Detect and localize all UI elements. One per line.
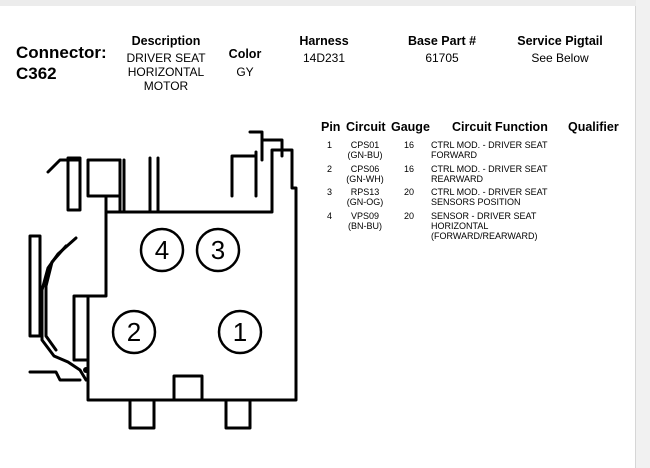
- service-pigtail-value: See Below: [531, 51, 589, 65]
- gauge-value: 16: [404, 164, 415, 174]
- description-line: DRIVER SEAT: [126, 51, 206, 65]
- bottom-left-tab: [128, 398, 156, 430]
- color-value: GY: [236, 65, 254, 79]
- circuit-code: CPS06 (GN-WH): [342, 164, 388, 184]
- circuit-wire-color: (GN-BU): [347, 150, 383, 160]
- pin-number: 3: [327, 187, 333, 197]
- function-line: CTRL MOD. - DRIVER SEAT: [431, 164, 548, 174]
- circuit-id: RPS13: [350, 187, 380, 197]
- harness-header: Harness: [299, 34, 349, 48]
- function-line: (FORWARD/REARWARD): [431, 231, 538, 241]
- connector-housing-body: [86, 148, 298, 402]
- bottom-center-key: [172, 374, 204, 402]
- description-line: MOTOR: [143, 79, 189, 93]
- circuit-wire-color: (GN-OG): [346, 197, 384, 207]
- col-header-gauge: Gauge: [391, 120, 430, 134]
- pin-number: 4: [327, 211, 333, 221]
- pin-cavity-1: [217, 309, 263, 355]
- col-header-circuit: Circuit: [346, 120, 386, 134]
- description-line: HORIZONTAL: [127, 65, 205, 79]
- description-value: DRIVER SEAT HORIZONTAL MOTOR: [113, 51, 219, 93]
- circuit-id: VPS09: [350, 211, 380, 221]
- pin-label-1: 1: [233, 317, 247, 347]
- pin-number: 1: [327, 140, 333, 150]
- circuit-id: CPS06: [350, 164, 380, 174]
- page-border-line: [635, 6, 636, 468]
- bottom-right-tab: [224, 398, 252, 430]
- connector-title: Connector: C362: [16, 42, 107, 84]
- base-part-value: 61705: [425, 51, 459, 65]
- pin-cavities: [111, 227, 263, 355]
- circuit-id: CPS01: [350, 140, 380, 150]
- pin-cavity-4: [139, 227, 185, 273]
- function-line: REARWARD: [431, 174, 484, 184]
- circuit-code: RPS13 (GN-OG): [342, 187, 388, 207]
- col-header-circuit-function: Circuit Function: [452, 120, 548, 134]
- circuit-function: SENSOR - DRIVER SEAT HORIZONTAL (FORWARD…: [431, 211, 538, 241]
- pin-label-4: 4: [155, 235, 169, 265]
- circuit-wire-color: (BN-BU): [348, 221, 382, 231]
- function-line: SENSOR - DRIVER SEAT: [431, 211, 537, 221]
- circuit-function: CTRL MOD. - DRIVER SEAT FORWARD: [431, 140, 548, 160]
- description-header: Description: [131, 34, 201, 48]
- function-line: SENSORS POSITION: [431, 197, 521, 207]
- pin-cavity-3: [195, 227, 241, 273]
- circuit-code: CPS01 (GN-BU): [342, 140, 388, 160]
- locking-arm-tab: [28, 234, 42, 338]
- circuit-function: CTRL MOD. - DRIVER SEAT REARWARD: [431, 164, 548, 184]
- window-right-edge: [636, 0, 650, 468]
- color-header: Color: [228, 47, 262, 61]
- window-top-edge: [0, 0, 650, 6]
- function-line: FORWARD: [431, 150, 477, 160]
- pin-cavity-2: [111, 309, 157, 355]
- right-latch-column: [230, 138, 284, 198]
- circuit-function: CTRL MOD. - DRIVER SEAT SENSORS POSITION: [431, 187, 548, 207]
- circuit-wire-color: (GN-WH): [346, 174, 384, 184]
- connector-label: Connector:: [16, 43, 107, 62]
- gauge-value: 16: [404, 140, 415, 150]
- pin-label-3: 3: [211, 235, 225, 265]
- col-header-pin: Pin: [321, 120, 341, 134]
- function-line: CTRL MOD. - DRIVER SEAT: [431, 140, 548, 150]
- pin-label-2: 2: [127, 317, 141, 347]
- col-header-qualifier: Qualifier: [568, 120, 619, 134]
- left-latch-wing: [86, 158, 122, 214]
- harness-value: 14D231: [302, 51, 346, 65]
- base-part-header: Base Part #: [407, 34, 477, 48]
- pin-number: 2: [327, 164, 333, 174]
- function-line: CTRL MOD. - DRIVER SEAT: [431, 187, 548, 197]
- gauge-value: 20: [404, 211, 415, 221]
- circuit-code: VPS09 (BN-BU): [342, 211, 388, 231]
- left-latch-post: [66, 156, 82, 212]
- service-pigtail-header: Service Pigtail: [517, 34, 603, 48]
- gauge-value: 20: [404, 187, 415, 197]
- function-line: HORIZONTAL: [431, 221, 489, 231]
- connector-id: C362: [16, 64, 57, 83]
